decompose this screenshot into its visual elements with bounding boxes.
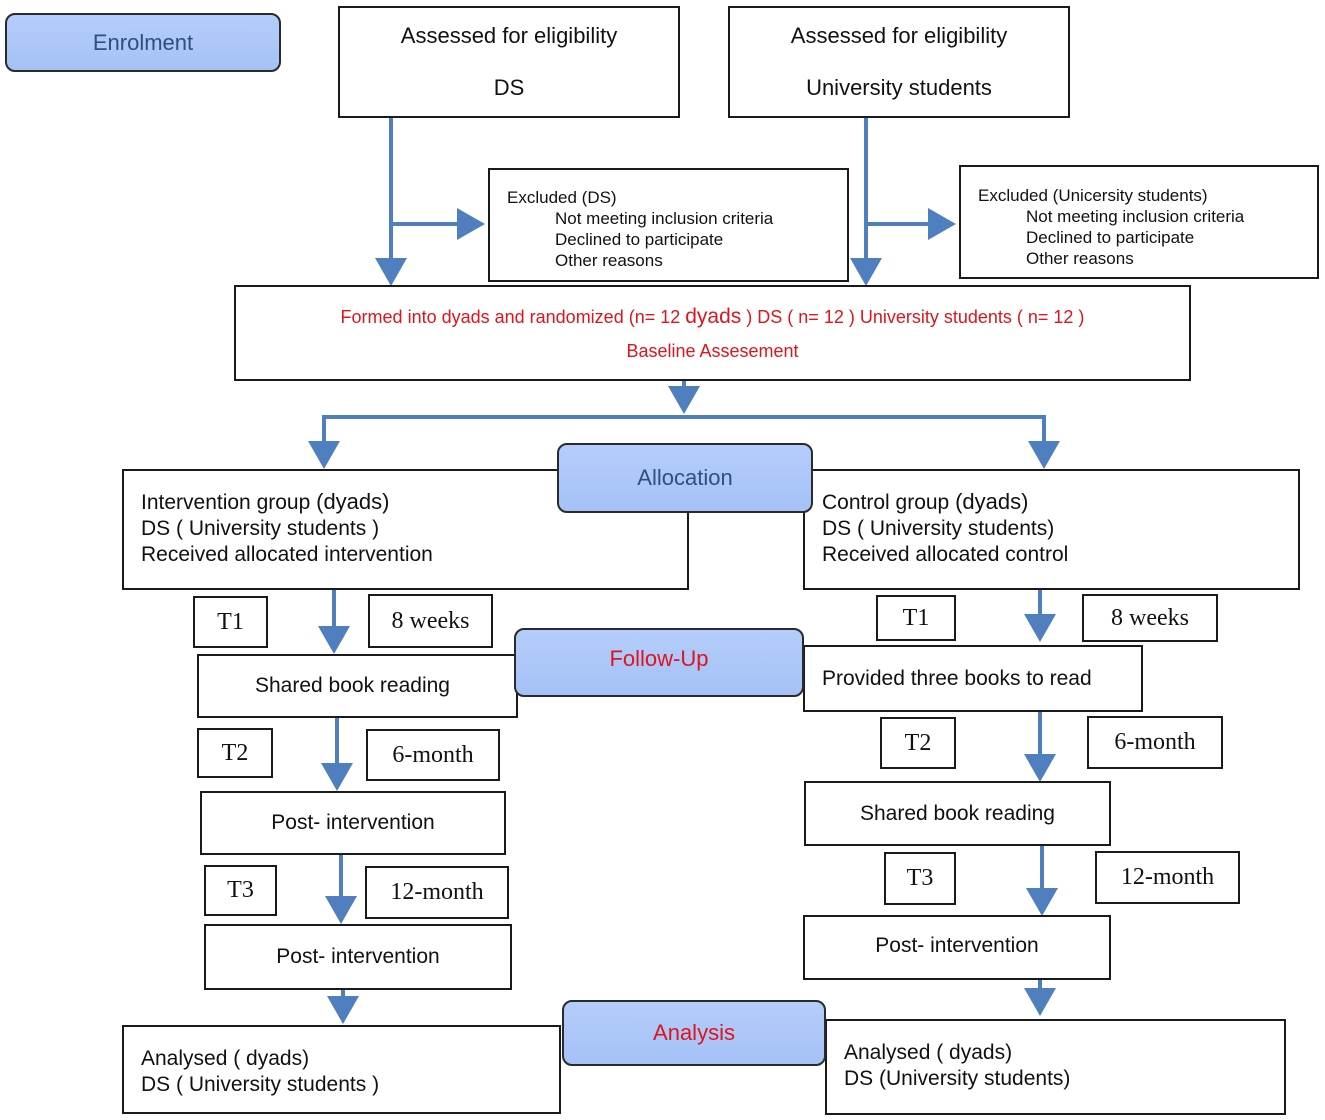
analysis-right-title: Analysed ( dyads) [844,1041,1013,1064]
left-t2-box: T2 [197,728,273,778]
stage-enrolment-label: Enrolment [92,29,194,55]
excluded-ds-title: Excluded (DS) [507,188,617,207]
eligibility-uni-group: University students [806,75,992,100]
eligibility-ds-box: Assessed for eligibility DS [338,6,680,118]
eligibility-uni-box: Assessed for eligibility University stud… [728,6,1070,118]
left-t1-box: T1 [193,596,268,648]
stage-allocation: Allocation [557,443,813,513]
right-step-2-box: Shared book reading [804,781,1111,846]
right-duration-2-box: 6-month [1087,716,1223,769]
excluded-uni-title: Excluded (Unicersity students) [978,186,1208,205]
intervention-group-status: Received allocated intervention [141,543,433,566]
control-group-participants: DS ( University students) [822,517,1055,540]
excluded-ds-reason: Not meeting inclusion criteria [555,209,774,228]
left-duration-3-label: 12-month [390,879,484,905]
control-group-status: Received allocated control [822,543,1069,566]
analysis-left-title: Analysed ( dyads) [141,1047,310,1070]
right-t3-box: T3 [884,852,956,905]
stage-allocation-label: Allocation [637,465,733,490]
excluded-ds-reason: Declined to participate [555,230,724,249]
analysis-right-box: Analysed ( dyads) DS (University student… [825,1019,1286,1115]
left-step-3-label: Post- intervention [276,945,440,968]
right-step-2-label: Shared book reading [860,801,1055,825]
stage-analysis-label: Analysis [653,1020,735,1045]
left-t1-label: T1 [217,608,244,635]
excluded-ds-box: Excluded (DS) Not meeting inclusion crit… [488,168,849,282]
intervention-group-box: Intervention group (dyads) DS ( Universi… [122,469,689,590]
right-duration-1-label: 8 weeks [1111,604,1189,631]
analysis-left-box: Analysed ( dyads) DS ( University studen… [122,1025,561,1114]
excluded-uni-reason: Declined to participate [1026,228,1195,247]
left-step-3-box: Post- intervention [204,924,512,990]
eligibility-ds-title: Assessed for eligibility [400,23,618,48]
stage-enrolment: Enrolment [5,13,281,72]
left-t2-label: T2 [221,739,249,766]
left-duration-2-box: 6-month [366,729,500,781]
right-t1-box: T1 [876,595,956,641]
right-t2-box: T2 [880,717,956,769]
excluded-ds-reason: Other reasons [555,251,663,270]
right-duration-3-label: 12-month [1120,864,1215,890]
left-duration-1-label: 8 weeks [391,607,470,634]
left-step-2-label: Post- intervention [271,811,435,834]
stage-follow-up: Follow-Up [514,628,804,697]
analysis-right-participants: DS (University students) [844,1067,1071,1090]
right-step-3-label: Post- intervention [875,933,1039,957]
left-duration-3-box: 12-month [365,866,509,919]
randomized-line-1: Formed into dyads and randomized (n= 12 … [340,304,1085,328]
right-step-3-box: Post- intervention [803,915,1111,980]
randomized-box: Formed into dyads and randomized (n= 12 … [234,285,1191,381]
left-duration-1-box: 8 weeks [368,594,493,648]
right-duration-2-label: 6-month [1114,729,1196,755]
excluded-uni-reason: Not meeting inclusion criteria [1026,207,1245,226]
baseline-assessment-label: Baseline Assesement [626,340,799,361]
left-step-1-box: Shared book reading [197,654,518,718]
right-duration-3-box: 12-month [1095,851,1240,904]
left-duration-2-label: 6-month [392,741,474,768]
control-group-box: Control group (dyads) DS ( University st… [803,469,1300,590]
intervention-group-participants: DS ( University students ) [141,517,380,540]
right-step-1-box: Provided three books to read [803,645,1143,712]
eligibility-uni-title: Assessed for eligibility [790,23,1008,48]
control-group-title: Control group (dyads) [822,489,1029,514]
left-t3-box: T3 [204,865,277,916]
stage-follow-up-label: Follow-Up [609,645,709,671]
intervention-group-title: Intervention group (dyads) [141,489,390,514]
stage-analysis: Analysis [562,1000,826,1066]
left-step-1-label: Shared book reading [255,674,450,697]
left-step-2-box: Post- intervention [200,791,506,855]
analysis-left-participants: DS ( University students ) [141,1073,380,1096]
right-t2-label: T2 [904,729,932,756]
left-t3-label: T3 [227,877,254,903]
excluded-uni-reason: Other reasons [1026,249,1134,268]
excluded-uni-box: Excluded (Unicersity students) Not meeti… [959,165,1319,279]
right-duration-1-box: 8 weeks [1082,594,1218,642]
right-t3-label: T3 [906,865,934,891]
right-step-1-label: Provided three books to read [822,666,1092,690]
eligibility-ds-group: DS [493,75,525,100]
right-t1-label: T1 [902,604,930,631]
